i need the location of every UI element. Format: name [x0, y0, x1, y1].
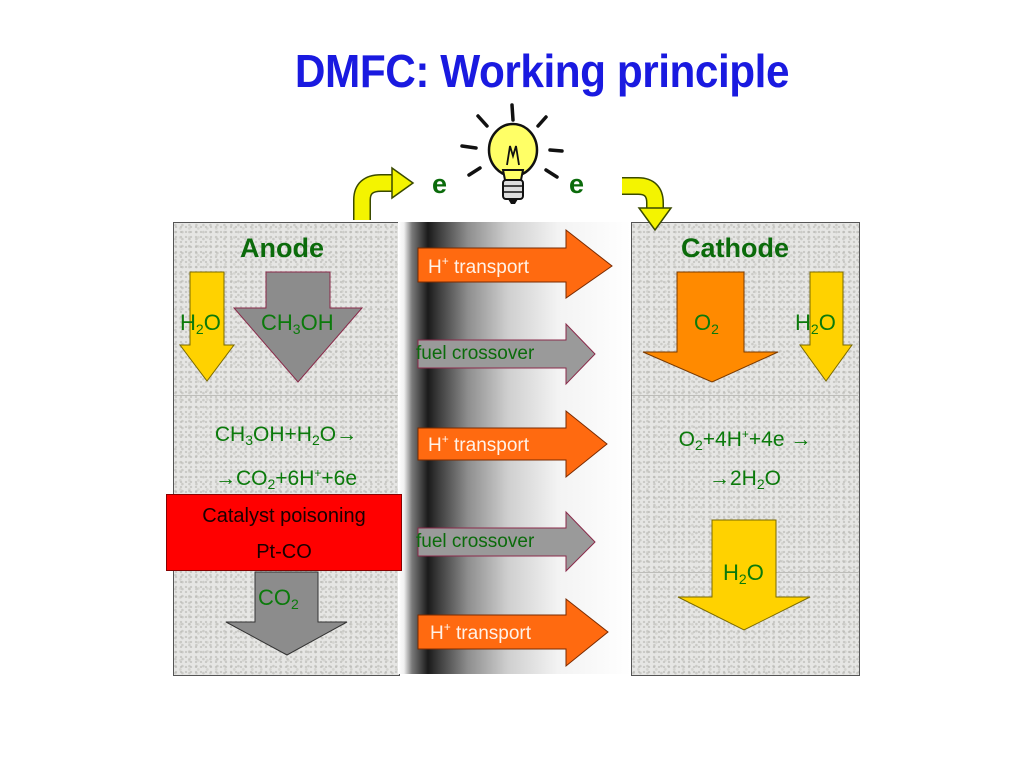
- fuel-crossover-arrow-2: [417, 510, 596, 573]
- anode-heading: Anode: [240, 233, 324, 263]
- cathode-reaction-line-1: O2+4H++4e →: [678, 427, 812, 453]
- catalyst-poisoning-box: Catalyst poisoning Pt-CO: [166, 494, 402, 571]
- anode-methanol-arrow: [232, 271, 364, 383]
- electron-label-left: e: [432, 169, 448, 199]
- cathode-water-arrow: [799, 271, 853, 382]
- anode-reaction-line-2: →CO2+6H++6e: [214, 466, 358, 492]
- anode-co2-arrow: [225, 571, 348, 656]
- cathode-water-out-arrow: [677, 519, 811, 631]
- light-bulb-icon: [460, 103, 564, 204]
- h-transport-label-2: H+ transport: [428, 432, 530, 456]
- cathode-oxygen-arrow: [642, 271, 779, 383]
- cathode-oxygen-label: O2: [694, 310, 719, 337]
- fuel-crossover-arrow-1: [417, 322, 596, 386]
- h-transport-label-1: H+ transport: [428, 254, 530, 278]
- page-title: DMFC: Working principle: [294, 45, 790, 97]
- cathode-reaction: O2+4H++4e → →2H2O: [632, 418, 858, 501]
- anode-co2-label: CO2: [258, 585, 299, 612]
- h-transport-label-3: H+ transport: [430, 620, 532, 644]
- curved-arrow-up-right-icon: [353, 166, 415, 220]
- h-transport-arrow-1: [417, 228, 613, 299]
- anode-reaction-line-1: CH3OH+H2O→: [214, 423, 358, 448]
- fuel-crossover-label-2: fuel crossover: [416, 531, 535, 552]
- cathode-reaction-line-2: →2H2O: [709, 467, 781, 492]
- anode-reaction: CH3OH+H2O→ →CO2+6H++6e: [174, 418, 398, 501]
- h-transport-arrow-2: [417, 409, 608, 479]
- anode-methanol-label: CH3OH: [261, 310, 334, 337]
- cathode-divider-1: [632, 395, 858, 396]
- anode-divider-1: [174, 395, 398, 396]
- cathode-water-label: H2O: [795, 310, 836, 337]
- cathode-water-out-label: H2O: [723, 560, 764, 587]
- catalyst-poisoning-line-2: Pt-CO: [256, 541, 312, 563]
- fuel-crossover-label-1: fuel crossover: [416, 343, 535, 364]
- cathode-heading: Cathode: [681, 233, 789, 263]
- catalyst-poisoning-line-1: Catalyst poisoning: [202, 505, 366, 527]
- anode-water-label: H2O: [180, 310, 221, 337]
- anode-water-arrow: [179, 271, 235, 382]
- electron-label-right: e: [569, 169, 585, 199]
- curved-arrow-down-right-icon: [622, 177, 673, 232]
- h-transport-arrow-3: [417, 597, 609, 668]
